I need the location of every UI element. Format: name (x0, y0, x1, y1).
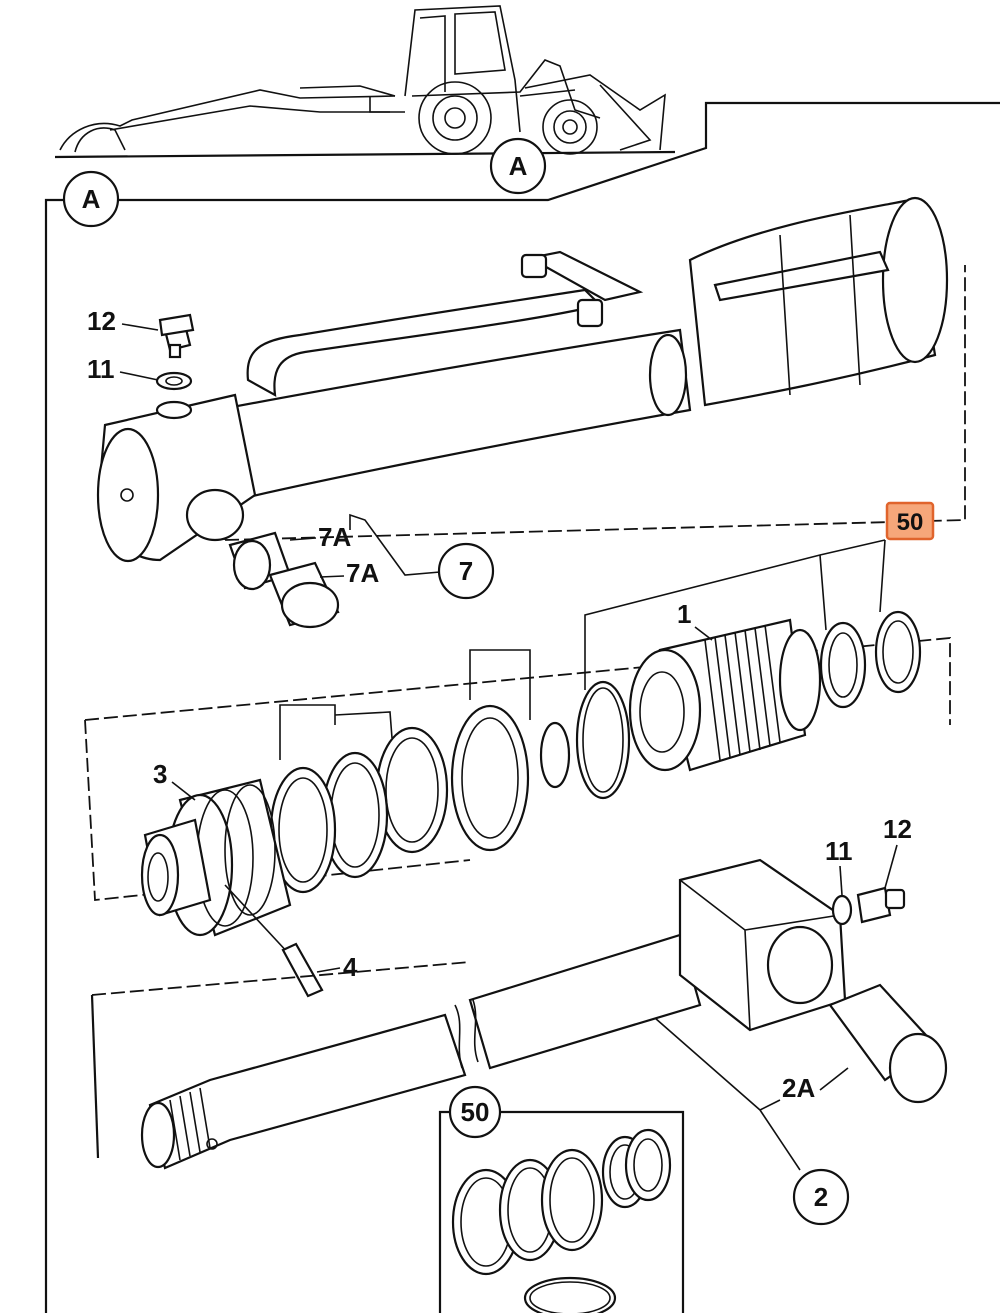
o-ring-large (575, 680, 631, 800)
callout-7a-lower: 7A (346, 558, 379, 588)
view-a-frame-circle (62, 170, 120, 228)
piston-rod-part-2 (140, 858, 847, 1170)
callout-7a-upper: 7A (318, 522, 351, 552)
gland-part-1 (628, 618, 822, 772)
seal-kit-inset-circle (448, 1085, 502, 1139)
callout-3: 3 (153, 759, 167, 789)
callout-2-label: 2 (814, 1182, 828, 1212)
seal-kit-inset-frame (438, 1110, 685, 1313)
machine-silhouette-illustration (54, 5, 676, 159)
view-a-frame (44, 101, 1000, 1313)
bush-part-2a (828, 983, 948, 1104)
callout-11-right: 11 (825, 836, 853, 866)
rod-group-boundary (91, 961, 471, 996)
view-a-frame-label: A (82, 184, 101, 214)
washer-top (155, 371, 193, 391)
callout-50-highlight-label[interactable]: 50 (897, 509, 924, 536)
seal-ring-right-1 (819, 621, 867, 709)
callout-12-top: 12 (87, 306, 116, 336)
view-a-pointer-label: A (509, 151, 528, 181)
callout-11-top: 11 (87, 354, 115, 384)
piston-seal-wide (450, 704, 530, 852)
callout-4: 4 (343, 952, 358, 982)
callout-2-circle (792, 1168, 850, 1226)
washer-right (831, 894, 853, 926)
callout-12-right: 12 (883, 814, 912, 844)
seal-kit-inset-label: 50 (461, 1097, 490, 1127)
piston-part-3 (140, 778, 292, 937)
grease-nipple-right (856, 886, 906, 924)
callout-7-label: 7 (459, 556, 473, 586)
o-ring-small (539, 721, 571, 789)
cylinder-body (96, 196, 966, 563)
callout-2a: 2A (782, 1073, 815, 1103)
callout-1: 1 (677, 599, 691, 629)
seal-kit-parts (451, 1128, 672, 1313)
grease-nipple-top (158, 313, 195, 359)
roll-pin-4 (281, 942, 324, 998)
bush-7a-pair (228, 531, 340, 629)
view-a-pointer-circle (489, 137, 547, 195)
callout-7-circle (437, 542, 495, 600)
piston-seal-mid (375, 726, 449, 854)
callout-50-highlight-box[interactable] (885, 501, 935, 541)
